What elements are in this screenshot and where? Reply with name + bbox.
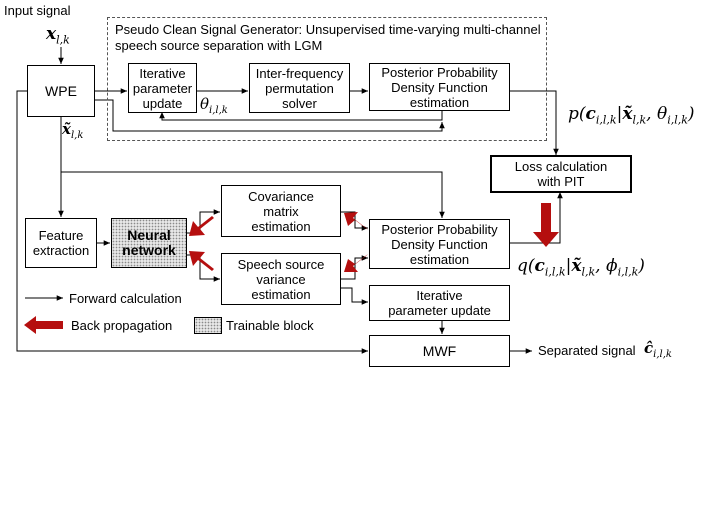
input-signal-label: Input signal — [4, 3, 71, 18]
p-expression: p(ci,l,k|x̃l,k, θi,l,k) — [568, 104, 695, 127]
speech-to-iter — [341, 287, 368, 305]
pdf-feedback — [159, 110, 443, 121]
legend-backprop-arrow — [24, 316, 63, 334]
legend-trainable-swatch — [194, 317, 222, 334]
pdf-bottom-to-loss — [510, 192, 563, 244]
output-variable: ĉi,l,k — [644, 339, 672, 360]
wpe-output-variable: x̃l,k — [62, 120, 84, 141]
backprop-arrow-nn-top — [189, 216, 214, 236]
pdf-top-to-loss — [510, 90, 559, 155]
output-label: Separated signal — [538, 343, 636, 358]
q-expression: q(ci,l,k|x̃l,k, ϕi,l,k) — [517, 256, 645, 279]
mwf-block: MWF — [369, 335, 510, 367]
backprop-arrow-cov — [344, 212, 368, 230]
trunk-to-pdf-bottom — [61, 171, 445, 218]
legend-forward-label: Forward calculation — [69, 291, 182, 306]
backprop-arrow-loss — [533, 203, 559, 247]
legend-backprop-label: Back propagation — [71, 318, 173, 333]
input-to-mwf — [16, 90, 368, 354]
pseudo-title-line2: speech source separation with LGM — [115, 38, 323, 53]
theta-label: θi,l,k — [200, 95, 228, 116]
input-variable: xl,k — [46, 24, 70, 47]
wpe-block: WPE — [27, 65, 95, 117]
pseudo-title-line1: Pseudo Clean Signal Generator: Unsupervi… — [115, 22, 541, 37]
legend-trainable-label: Trainable block — [226, 318, 314, 333]
pseudo-clean-generator-region — [107, 17, 547, 141]
backprop-arrow-speech — [344, 254, 368, 272]
backprop-arrow-nn-bottom — [189, 251, 214, 271]
